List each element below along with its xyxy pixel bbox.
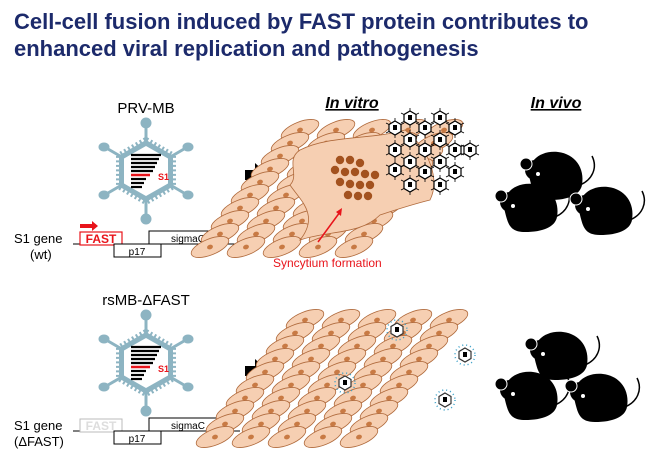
title-line-2: enhanced viral replication and pathogene… <box>14 36 479 61</box>
orf-p17-label-bottom: p17 <box>129 434 146 445</box>
title-line-1: Cell-cell fusion induced by FAST protein… <box>14 9 589 34</box>
nucleus <box>355 180 365 190</box>
nucleus <box>360 169 370 179</box>
gene-label-bottom: S1 gene <box>14 418 62 433</box>
nucleus <box>335 177 345 187</box>
annotation-arrowhead-icon <box>336 208 342 216</box>
orf-fast-top <box>79 231 123 246</box>
nucleus <box>365 180 375 190</box>
virus-particle-icon <box>434 389 456 411</box>
orf-sigmac-label-bottom: sigmaC <box>171 421 205 432</box>
nucleus <box>330 165 340 175</box>
orf-p17-label-top: p17 <box>129 247 146 258</box>
segment-label-top: S1 <box>158 172 169 182</box>
gene-variant-bottom: (ΔFAST) <box>14 434 64 449</box>
in-vitro-header: In vitro <box>325 95 379 112</box>
nucleus <box>345 179 355 189</box>
in-vivo-header: In vivo <box>531 95 582 112</box>
virus-name-bottom: rsMB-ΔFAST <box>102 292 190 309</box>
orf-fast-label-top: FAST <box>86 232 117 246</box>
orf-p17-top <box>113 243 162 258</box>
syncytium-nuclei <box>330 155 380 201</box>
orf-sigmac-label-top: sigmaC <box>171 234 205 245</box>
syncytium-label: Syncytium formation <box>273 256 382 270</box>
annotation-arrow <box>317 211 341 243</box>
mice-top <box>494 151 646 236</box>
virus-particle-icon <box>445 161 465 183</box>
gene-variant-top: (wt) <box>30 247 52 262</box>
virus-name-top: PRV-MB <box>117 100 174 117</box>
nucleus <box>370 170 380 180</box>
mice-bottom <box>494 331 641 423</box>
page-title: Cell-cell fusion induced by FAST protein… <box>14 8 588 62</box>
mouse-icon <box>564 373 641 423</box>
orf-fast-bottom <box>79 418 123 433</box>
nucleus <box>353 191 363 201</box>
nucleus <box>350 167 360 177</box>
orf-fast-label-bottom: FAST <box>86 419 117 433</box>
promoter-arrow-icon <box>80 221 98 231</box>
orf-p17-bottom <box>113 430 162 445</box>
nucleus <box>343 190 353 200</box>
nucleus <box>345 155 355 165</box>
virus-particle-icon <box>454 344 476 366</box>
virus-particle-icon <box>460 139 480 161</box>
nucleus <box>355 158 365 168</box>
gene-label-top: S1 gene <box>14 231 62 246</box>
virus-icon-bottom <box>100 311 192 415</box>
nucleus <box>335 155 345 165</box>
segment-label-bottom: S1 <box>158 364 169 374</box>
virus-icon-top <box>100 119 192 223</box>
mouse-icon <box>569 186 646 236</box>
cells-bottom <box>192 304 472 453</box>
nucleus <box>363 191 373 201</box>
nucleus <box>340 167 350 177</box>
